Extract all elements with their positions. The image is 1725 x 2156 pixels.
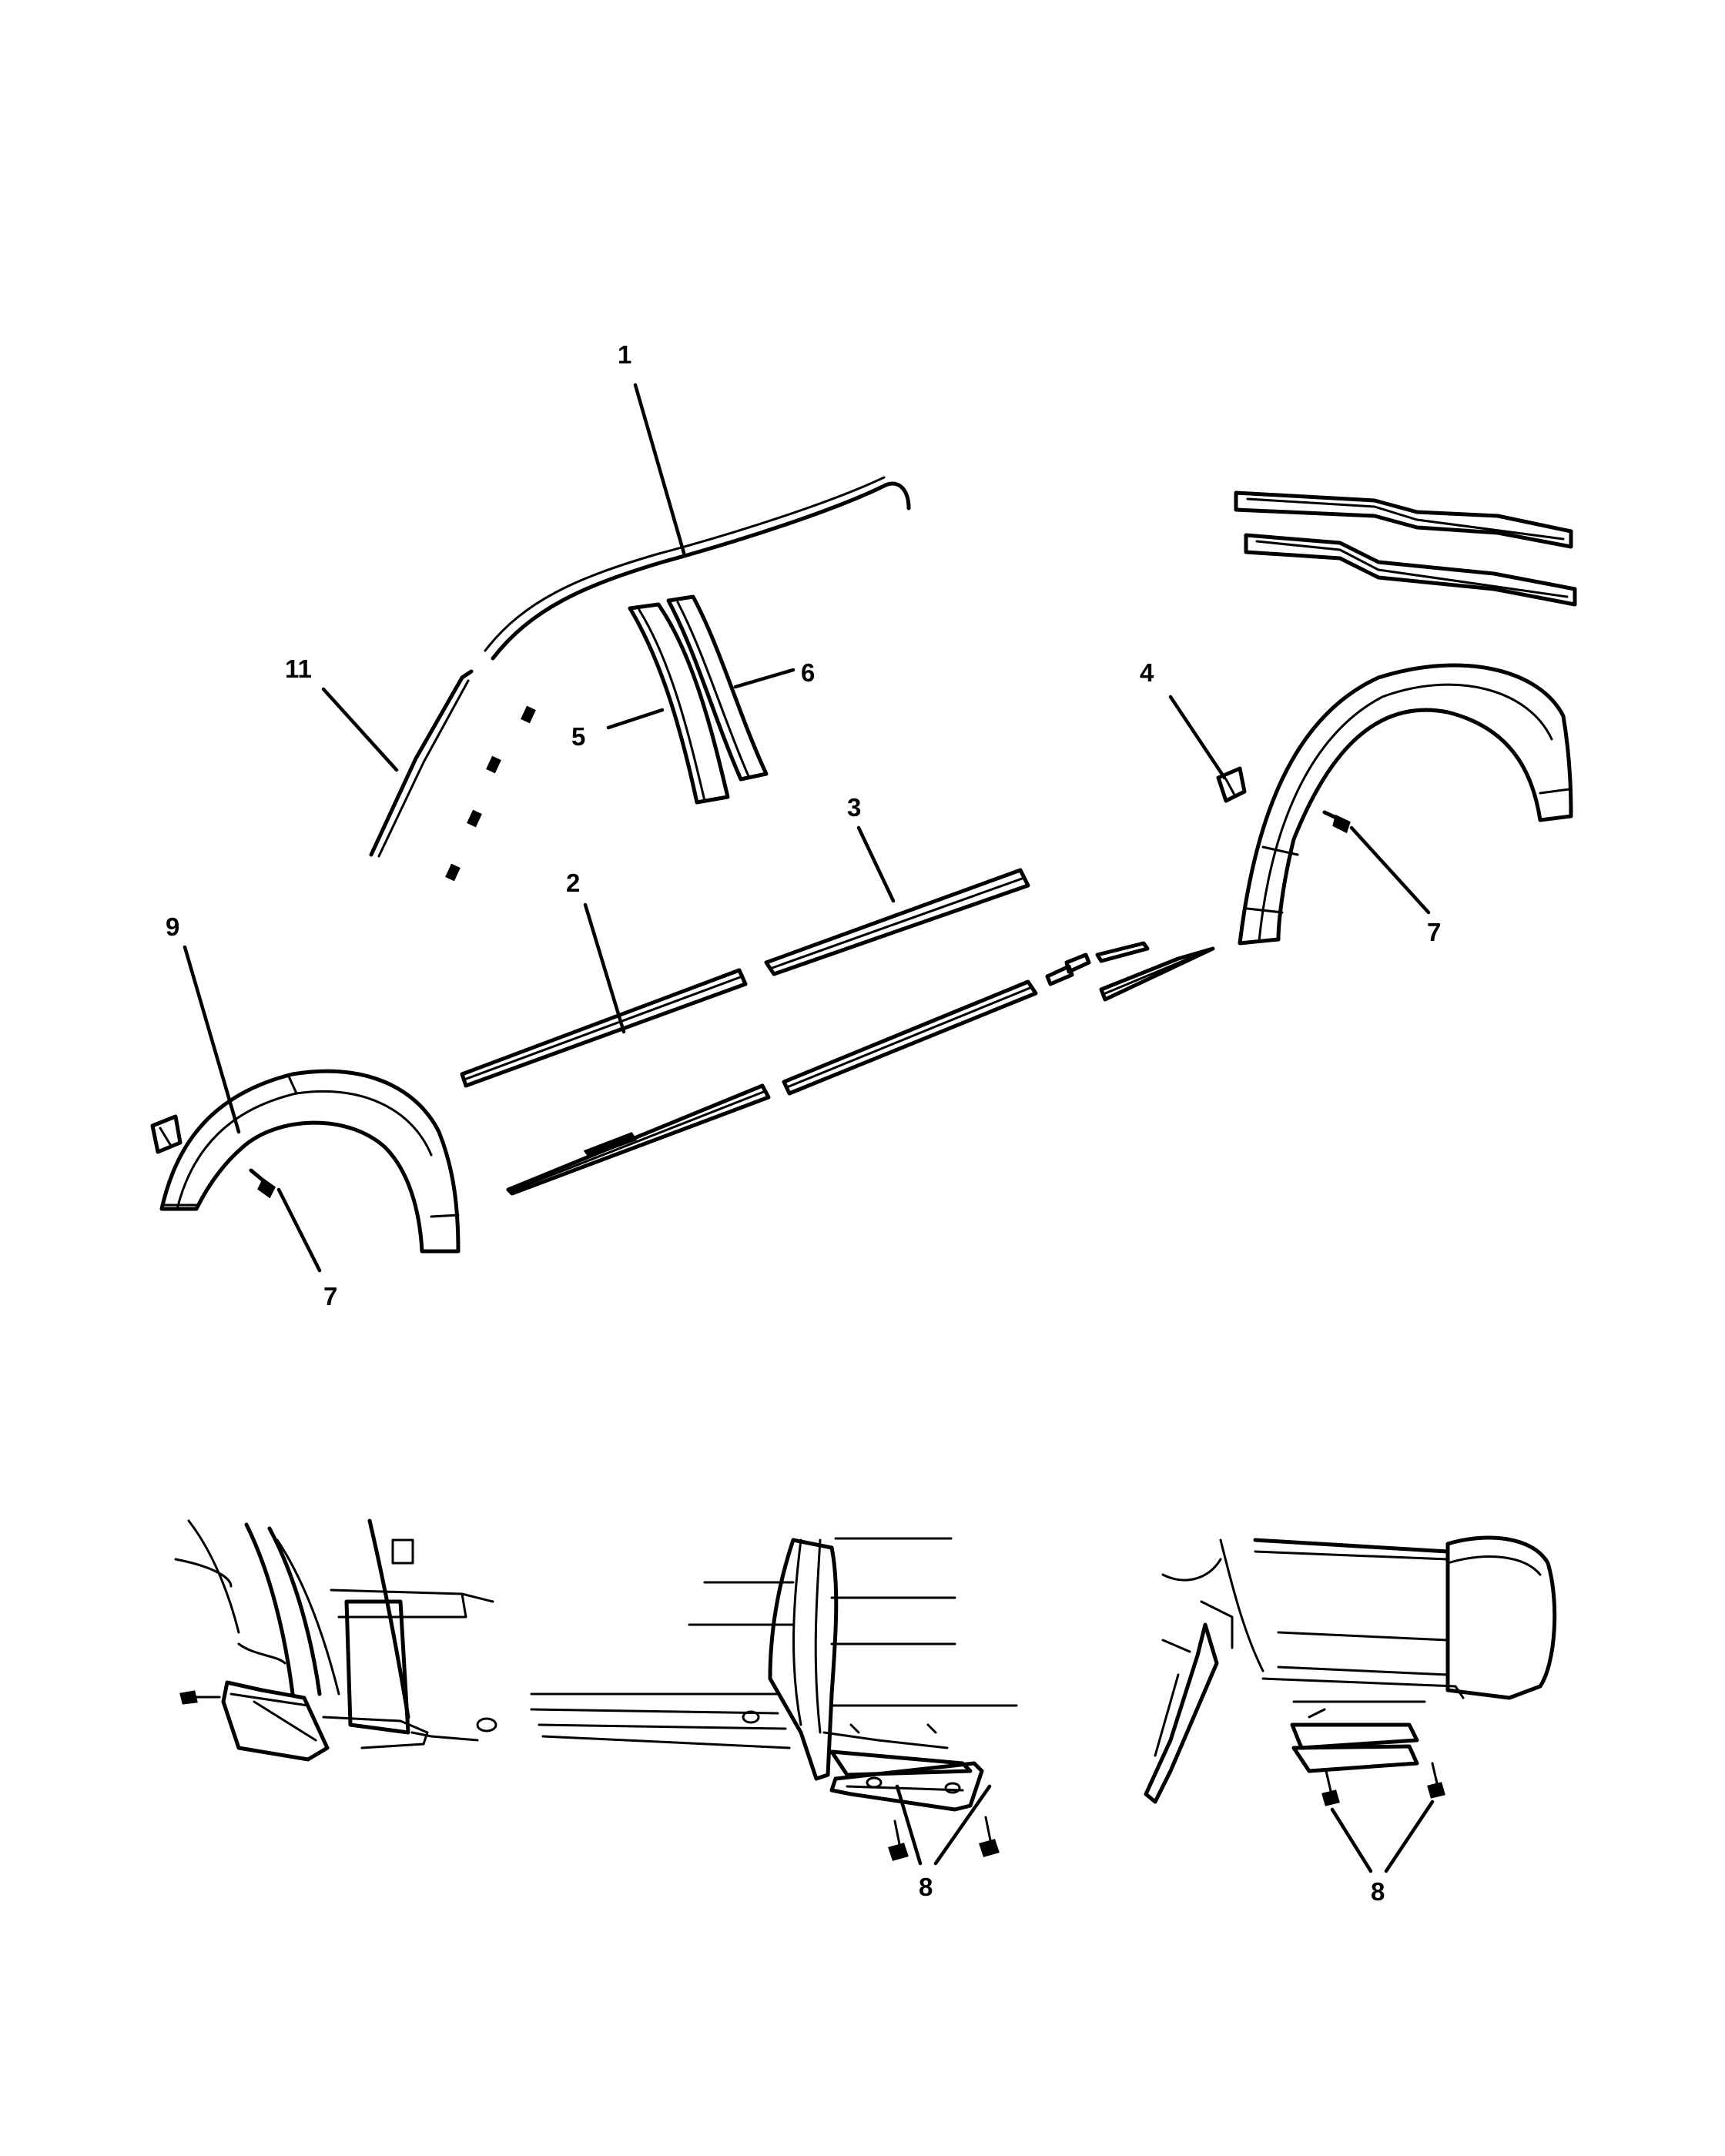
push-pin-rear [1322,810,1351,834]
push-pin-front [249,1168,276,1199]
roof-molding [484,476,911,661]
leader-lines [183,383,1431,1273]
callout-1: 1 [618,340,631,369]
roof-rails [1234,490,1577,607]
c-pillar-applique [666,594,769,782]
callout-3: 3 [847,793,861,822]
callout-7-rear: 7 [1427,918,1441,946]
callout-11: 11 [285,654,312,683]
front-door-molding [460,968,748,1088]
small-trim-pieces [1045,941,1215,1002]
callout-5: 5 [571,722,585,751]
front-wheel-flare [159,1069,461,1254]
callout-labels: 1 11 5 6 4 3 2 9 7 7 8 8 [166,340,1441,1906]
rocker-moldings [506,979,1038,1196]
a-pillar-molding [369,669,474,858]
detail-rocker-rear [530,1537,1018,1861]
callout-6: 6 [801,658,815,687]
callout-8-middle: 8 [919,1873,933,1901]
leader-lines-lower [895,1784,1435,1873]
rear-door-molding [764,868,1030,976]
b-pillar-applique [628,602,730,805]
callout-7-front: 7 [323,1282,337,1311]
detail-rear-quarter [1144,1535,1557,1806]
retainer-clips [445,705,536,882]
rear-wheel-flare [1238,663,1573,946]
front-bracket [1216,766,1247,803]
callout-4: 4 [1140,658,1154,687]
callout-8-right: 8 [1371,1877,1385,1906]
callout-9: 9 [166,912,179,941]
callout-2: 2 [566,869,580,897]
front-flare-bracket [150,1114,183,1154]
detail-front-fender [174,1518,497,1762]
